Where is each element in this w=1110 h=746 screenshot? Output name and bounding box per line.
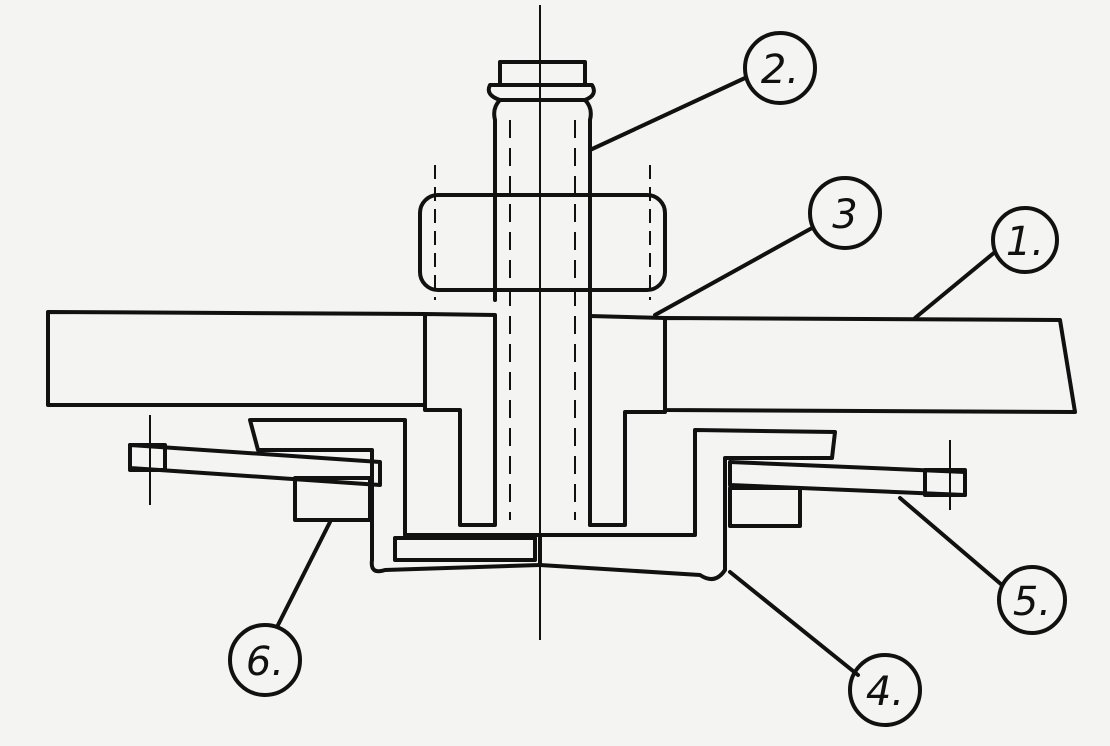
callout-6: 6. xyxy=(228,623,302,697)
rod-part-5 xyxy=(128,415,967,510)
callout-4: 4. xyxy=(848,653,922,727)
callout-label: 4. xyxy=(866,669,904,715)
callout-1: 1. xyxy=(991,206,1059,274)
plate-part-1 xyxy=(46,310,1077,414)
leader-lines xyxy=(276,76,1004,677)
shaft-part-2 xyxy=(486,60,596,527)
callout-label: 6. xyxy=(246,639,284,685)
callout-label: 3 xyxy=(832,192,857,238)
callout-2: 2. xyxy=(743,31,817,105)
callout-3: 3 xyxy=(808,176,882,250)
bushing-part-3 xyxy=(423,312,667,527)
callout-5: 5. xyxy=(997,565,1067,635)
cup-part-4 xyxy=(248,418,837,581)
callout-label: 5. xyxy=(1013,579,1051,625)
callout-label: 1. xyxy=(1006,219,1044,265)
callout-label: 2. xyxy=(761,47,799,93)
shaft-nut xyxy=(418,193,667,292)
